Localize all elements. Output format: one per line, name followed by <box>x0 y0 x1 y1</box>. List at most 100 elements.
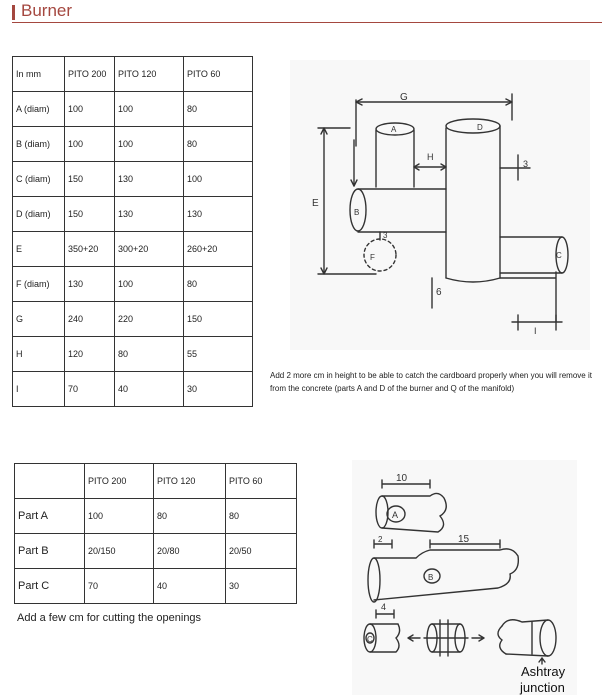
table-cell: 120 <box>64 336 115 372</box>
table-cell: 130 <box>114 161 184 197</box>
dimension-label: 10 <box>396 473 408 484</box>
table-cell: 300+20 <box>114 231 184 267</box>
table-cell: Part C <box>14 568 85 604</box>
header-cell: PITO 200 <box>84 463 154 499</box>
dimension-label: E <box>312 198 319 209</box>
table-cell: 130 <box>114 196 184 232</box>
table-row: Part A 100 80 80 <box>14 498 297 534</box>
part-label: A <box>392 510 398 520</box>
header-cell: PITO 60 <box>225 463 297 499</box>
dimension-label: 6 <box>436 287 442 298</box>
table-cell: 100 <box>114 126 184 162</box>
burner-note: Add 2 more cm in height to be able to ca… <box>270 371 592 393</box>
parts-sketch: 10 A 2 15 B 4 C Ashtray junction <box>352 460 577 695</box>
header-cell: In mm <box>12 56 65 92</box>
table-cell: 20/50 <box>225 533 297 569</box>
table-row: C (diam) 150 130 100 <box>12 161 253 197</box>
table-cell: 40 <box>114 371 184 407</box>
table-cell: 30 <box>225 568 297 604</box>
table-row: E 350+20 300+20 260+20 <box>12 231 253 267</box>
part-label: C <box>367 635 373 644</box>
table-cell: 20/150 <box>84 533 154 569</box>
table-row: I 70 40 30 <box>12 371 253 407</box>
table-row: B (diam) 100 100 80 <box>12 126 253 162</box>
dimension-label: 4 <box>381 602 386 612</box>
table-cell: 150 <box>64 196 115 232</box>
table-cell: 260+20 <box>183 231 253 267</box>
table-header-row: In mm PITO 200 PITO 120 PITO 60 <box>12 56 253 92</box>
table-cell: 130 <box>183 196 253 232</box>
table-cell: 55 <box>183 336 253 372</box>
table-row: A (diam) 100 100 80 <box>12 91 253 127</box>
table-cell: F (diam) <box>12 266 65 302</box>
table-cell: 150 <box>64 161 115 197</box>
table-cell: 130 <box>64 266 115 302</box>
table-header-row: PITO 200 PITO 120 PITO 60 <box>14 463 297 499</box>
caption-line: Ashtray <box>521 664 566 679</box>
table-cell: 20/80 <box>153 533 226 569</box>
header-cell: PITO 200 <box>64 56 115 92</box>
dimension-label: 3 <box>523 159 528 169</box>
table-row: D (diam) 150 130 130 <box>12 196 253 232</box>
header-cell: PITO 120 <box>153 463 226 499</box>
title-accent-mark <box>12 5 15 20</box>
header-cell: PITO 120 <box>114 56 184 92</box>
dimension-label: D <box>477 123 483 132</box>
dimension-label: 15 <box>458 534 470 545</box>
parts-table: PITO 200 PITO 120 PITO 60 Part A 100 80 … <box>14 463 297 604</box>
dimension-label: F <box>370 253 375 262</box>
dimensions-table: In mm PITO 200 PITO 120 PITO 60 A (diam)… <box>12 56 253 407</box>
page-title: Burner <box>21 1 73 20</box>
dimension-label: B <box>354 208 359 217</box>
table-cell: 80 <box>153 498 226 534</box>
table-cell: 100 <box>84 498 154 534</box>
table-cell: H <box>12 336 65 372</box>
table-cell: A (diam) <box>12 91 65 127</box>
table-cell: Part A <box>14 498 85 534</box>
table-cell: 70 <box>64 371 115 407</box>
table-cell: 80 <box>183 266 253 302</box>
table-cell: 100 <box>114 266 184 302</box>
table-row: H 120 80 55 <box>12 336 253 372</box>
table-cell: 220 <box>114 301 184 337</box>
table-cell: Part B <box>14 533 85 569</box>
table-cell: 100 <box>64 126 115 162</box>
table-cell: 40 <box>153 568 226 604</box>
table-row: Part B 20/150 20/80 20/50 <box>14 533 297 569</box>
table-cell: 150 <box>183 301 253 337</box>
title-bar: Burner <box>12 1 602 23</box>
dimension-label: G <box>400 92 408 103</box>
table-cell: D (diam) <box>12 196 65 232</box>
table-cell: E <box>12 231 65 267</box>
table-cell: 100 <box>64 91 115 127</box>
table-cell: B (diam) <box>12 126 65 162</box>
dimension-label: 2 <box>378 535 383 544</box>
table-cell: 80 <box>183 126 253 162</box>
table-row: G 240 220 150 <box>12 301 253 337</box>
table-cell: 100 <box>114 91 184 127</box>
part-label: B <box>428 573 433 582</box>
caption-line: junction <box>519 680 565 695</box>
table-cell: 240 <box>64 301 115 337</box>
table-row: Part C 70 40 30 <box>14 568 297 604</box>
table-cell: I <box>12 371 65 407</box>
parts-note: Add a few cm for cutting the openings <box>17 612 202 624</box>
table-cell: 80 <box>225 498 297 534</box>
header-cell: PITO 60 <box>183 56 253 92</box>
table-row: F (diam) 130 100 80 <box>12 266 253 302</box>
dimension-label: H <box>427 152 434 162</box>
table-cell: 100 <box>183 161 253 197</box>
dimension-label: A <box>391 125 397 134</box>
table-cell: 350+20 <box>64 231 115 267</box>
dimension-label: 3 <box>383 231 388 240</box>
burner-sketch: G A D H 3 E B 3 F C 6 I <box>290 60 590 350</box>
table-cell: C (diam) <box>12 161 65 197</box>
table-cell: 80 <box>183 91 253 127</box>
table-cell: 70 <box>84 568 154 604</box>
table-cell: 30 <box>183 371 253 407</box>
header-cell <box>14 463 85 499</box>
table-cell: 80 <box>114 336 184 372</box>
table-cell: G <box>12 301 65 337</box>
dimension-label: C <box>556 251 562 260</box>
dimension-label: I <box>534 326 537 336</box>
